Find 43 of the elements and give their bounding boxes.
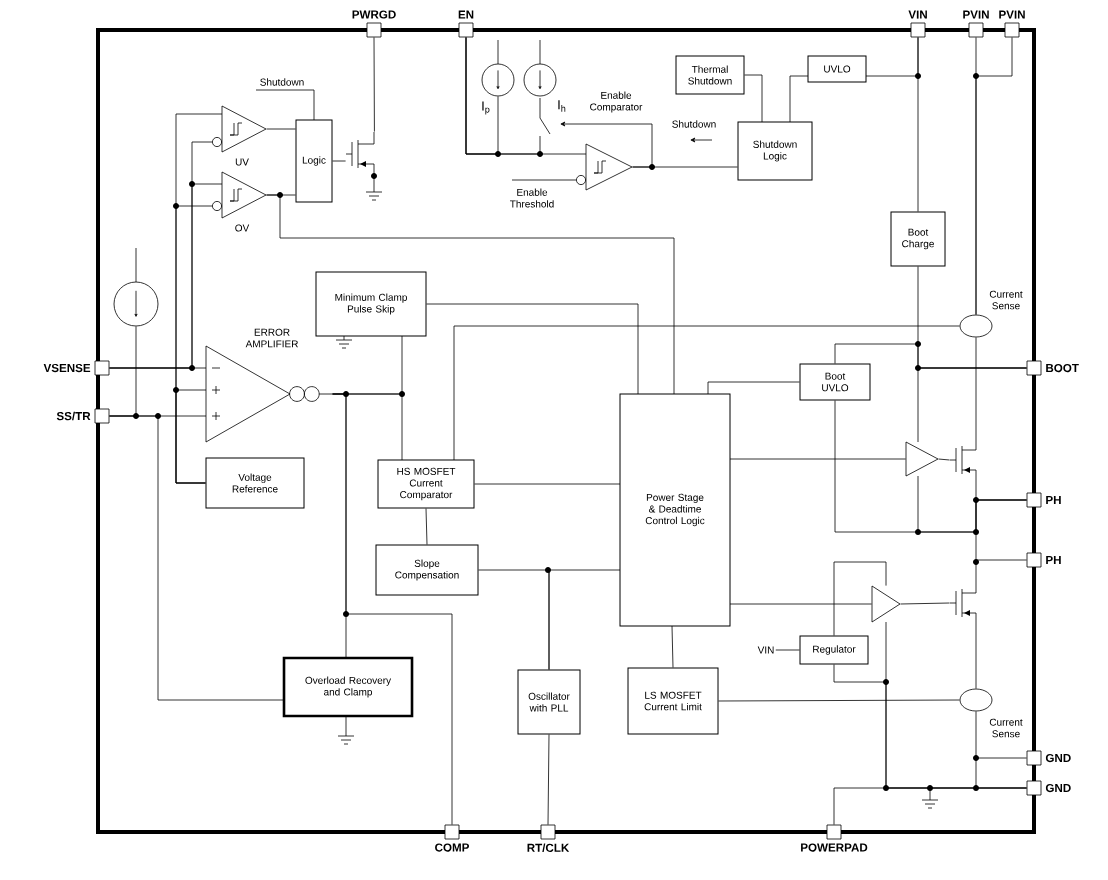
wire bbox=[900, 602, 950, 605]
wire bbox=[425, 508, 428, 545]
wire bbox=[729, 458, 906, 460]
wire bbox=[175, 205, 213, 484]
wire bbox=[975, 337, 977, 447]
wire bbox=[547, 734, 550, 825]
wire bbox=[548, 569, 621, 670]
driver-symbol bbox=[905, 441, 939, 477]
wire bbox=[718, 699, 960, 702]
wire bbox=[373, 37, 375, 132]
wire bbox=[266, 194, 675, 395]
wire bbox=[917, 367, 1027, 443]
wire bbox=[109, 183, 213, 369]
wire bbox=[789, 75, 809, 123]
wire bbox=[975, 619, 977, 689]
arrow bbox=[560, 121, 653, 168]
wire bbox=[109, 415, 285, 701]
wire bbox=[474, 483, 621, 485]
mosfet-symbol bbox=[949, 445, 977, 475]
wire bbox=[975, 559, 1027, 587]
wire bbox=[917, 475, 1027, 533]
wire bbox=[707, 381, 800, 395]
wire bbox=[975, 37, 1013, 315]
wire bbox=[975, 711, 1027, 759]
wire bbox=[671, 625, 674, 668]
wire bbox=[465, 37, 541, 155]
wire bbox=[729, 603, 872, 605]
current-source bbox=[113, 281, 159, 327]
wire bbox=[885, 621, 1027, 789]
wire bbox=[744, 74, 763, 123]
wire bbox=[426, 303, 639, 395]
mosfet-symbol bbox=[345, 131, 375, 177]
wire bbox=[332, 160, 346, 162]
wire bbox=[632, 166, 738, 168]
wire bbox=[266, 128, 296, 130]
driver-symbol bbox=[871, 585, 901, 623]
wire bbox=[775, 649, 800, 651]
mosfet-symbol bbox=[949, 585, 977, 621]
wire bbox=[453, 325, 960, 461]
wire bbox=[833, 561, 887, 636]
wire bbox=[917, 37, 919, 212]
wire bbox=[938, 458, 950, 461]
wire bbox=[332, 393, 453, 825]
